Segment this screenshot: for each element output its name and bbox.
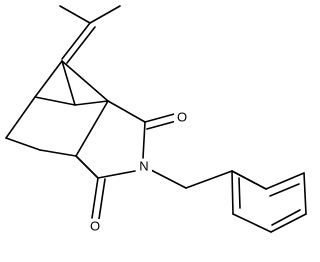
bond-imide-c1 — [107, 100, 146, 123]
nitrogen-bg — [136, 159, 152, 177]
bond-bridge-left — [34, 60, 63, 98]
bond-carbonyl-bottom-a — [91, 177, 99, 219]
oxygen-bottom-label: O — [90, 218, 100, 233]
bond-phenyl-5 — [231, 170, 234, 215]
bond-phenyl-4 — [232, 213, 272, 233]
bond-phenyl-2 — [303, 172, 307, 215]
bond-methyl-right — [89, 5, 121, 24]
bond-phenyl-6 — [231, 170, 267, 190]
oxygen-bottom-bg — [87, 219, 103, 237]
bond-n-ch2 — [150, 169, 187, 189]
structure-canvas: O N O — [5, 5, 307, 237]
bond-ring-front-top — [74, 100, 109, 106]
bond-imide-n-top — [142, 121, 146, 159]
bond-phenyl-3 — [270, 213, 307, 233]
bond-ring-bottom — [39, 149, 77, 157]
bond-carbonyl-bottom-b — [98, 178, 106, 220]
bond-ring-top-right — [34, 96, 76, 106]
bond-exocyclic-double-b — [66, 26, 96, 64]
bond-ch2-ch2 — [185, 170, 233, 189]
bond-phenyl-inner-2 — [271, 209, 301, 226]
bond-exocyclic-double-a — [61, 22, 91, 60]
oxygen-top-label: O — [177, 109, 187, 124]
bond-ring-fusion — [75, 100, 109, 157]
nitrogen-label: N — [139, 158, 148, 173]
bond-ring-bridge-back — [61, 60, 109, 102]
bond-bridge-right — [61, 60, 76, 106]
bond-phenyl-inner-3 — [238, 177, 241, 209]
oxygen-top-bg — [174, 110, 190, 128]
bond-methyl-left — [59, 5, 91, 24]
bond-phenyl-1 — [265, 172, 305, 190]
bond-imide-c2 — [75, 155, 99, 179]
bond-ring-left-bottom — [5, 137, 41, 151]
molecule-diagram: O N O — [5, 5, 307, 237]
bond-ring-top-left — [5, 96, 36, 139]
bond-carbonyl-top-a — [144, 112, 179, 123]
bond-phenyl-inner-1 — [269, 183, 300, 197]
bond-imide-n-bottom — [97, 170, 136, 179]
